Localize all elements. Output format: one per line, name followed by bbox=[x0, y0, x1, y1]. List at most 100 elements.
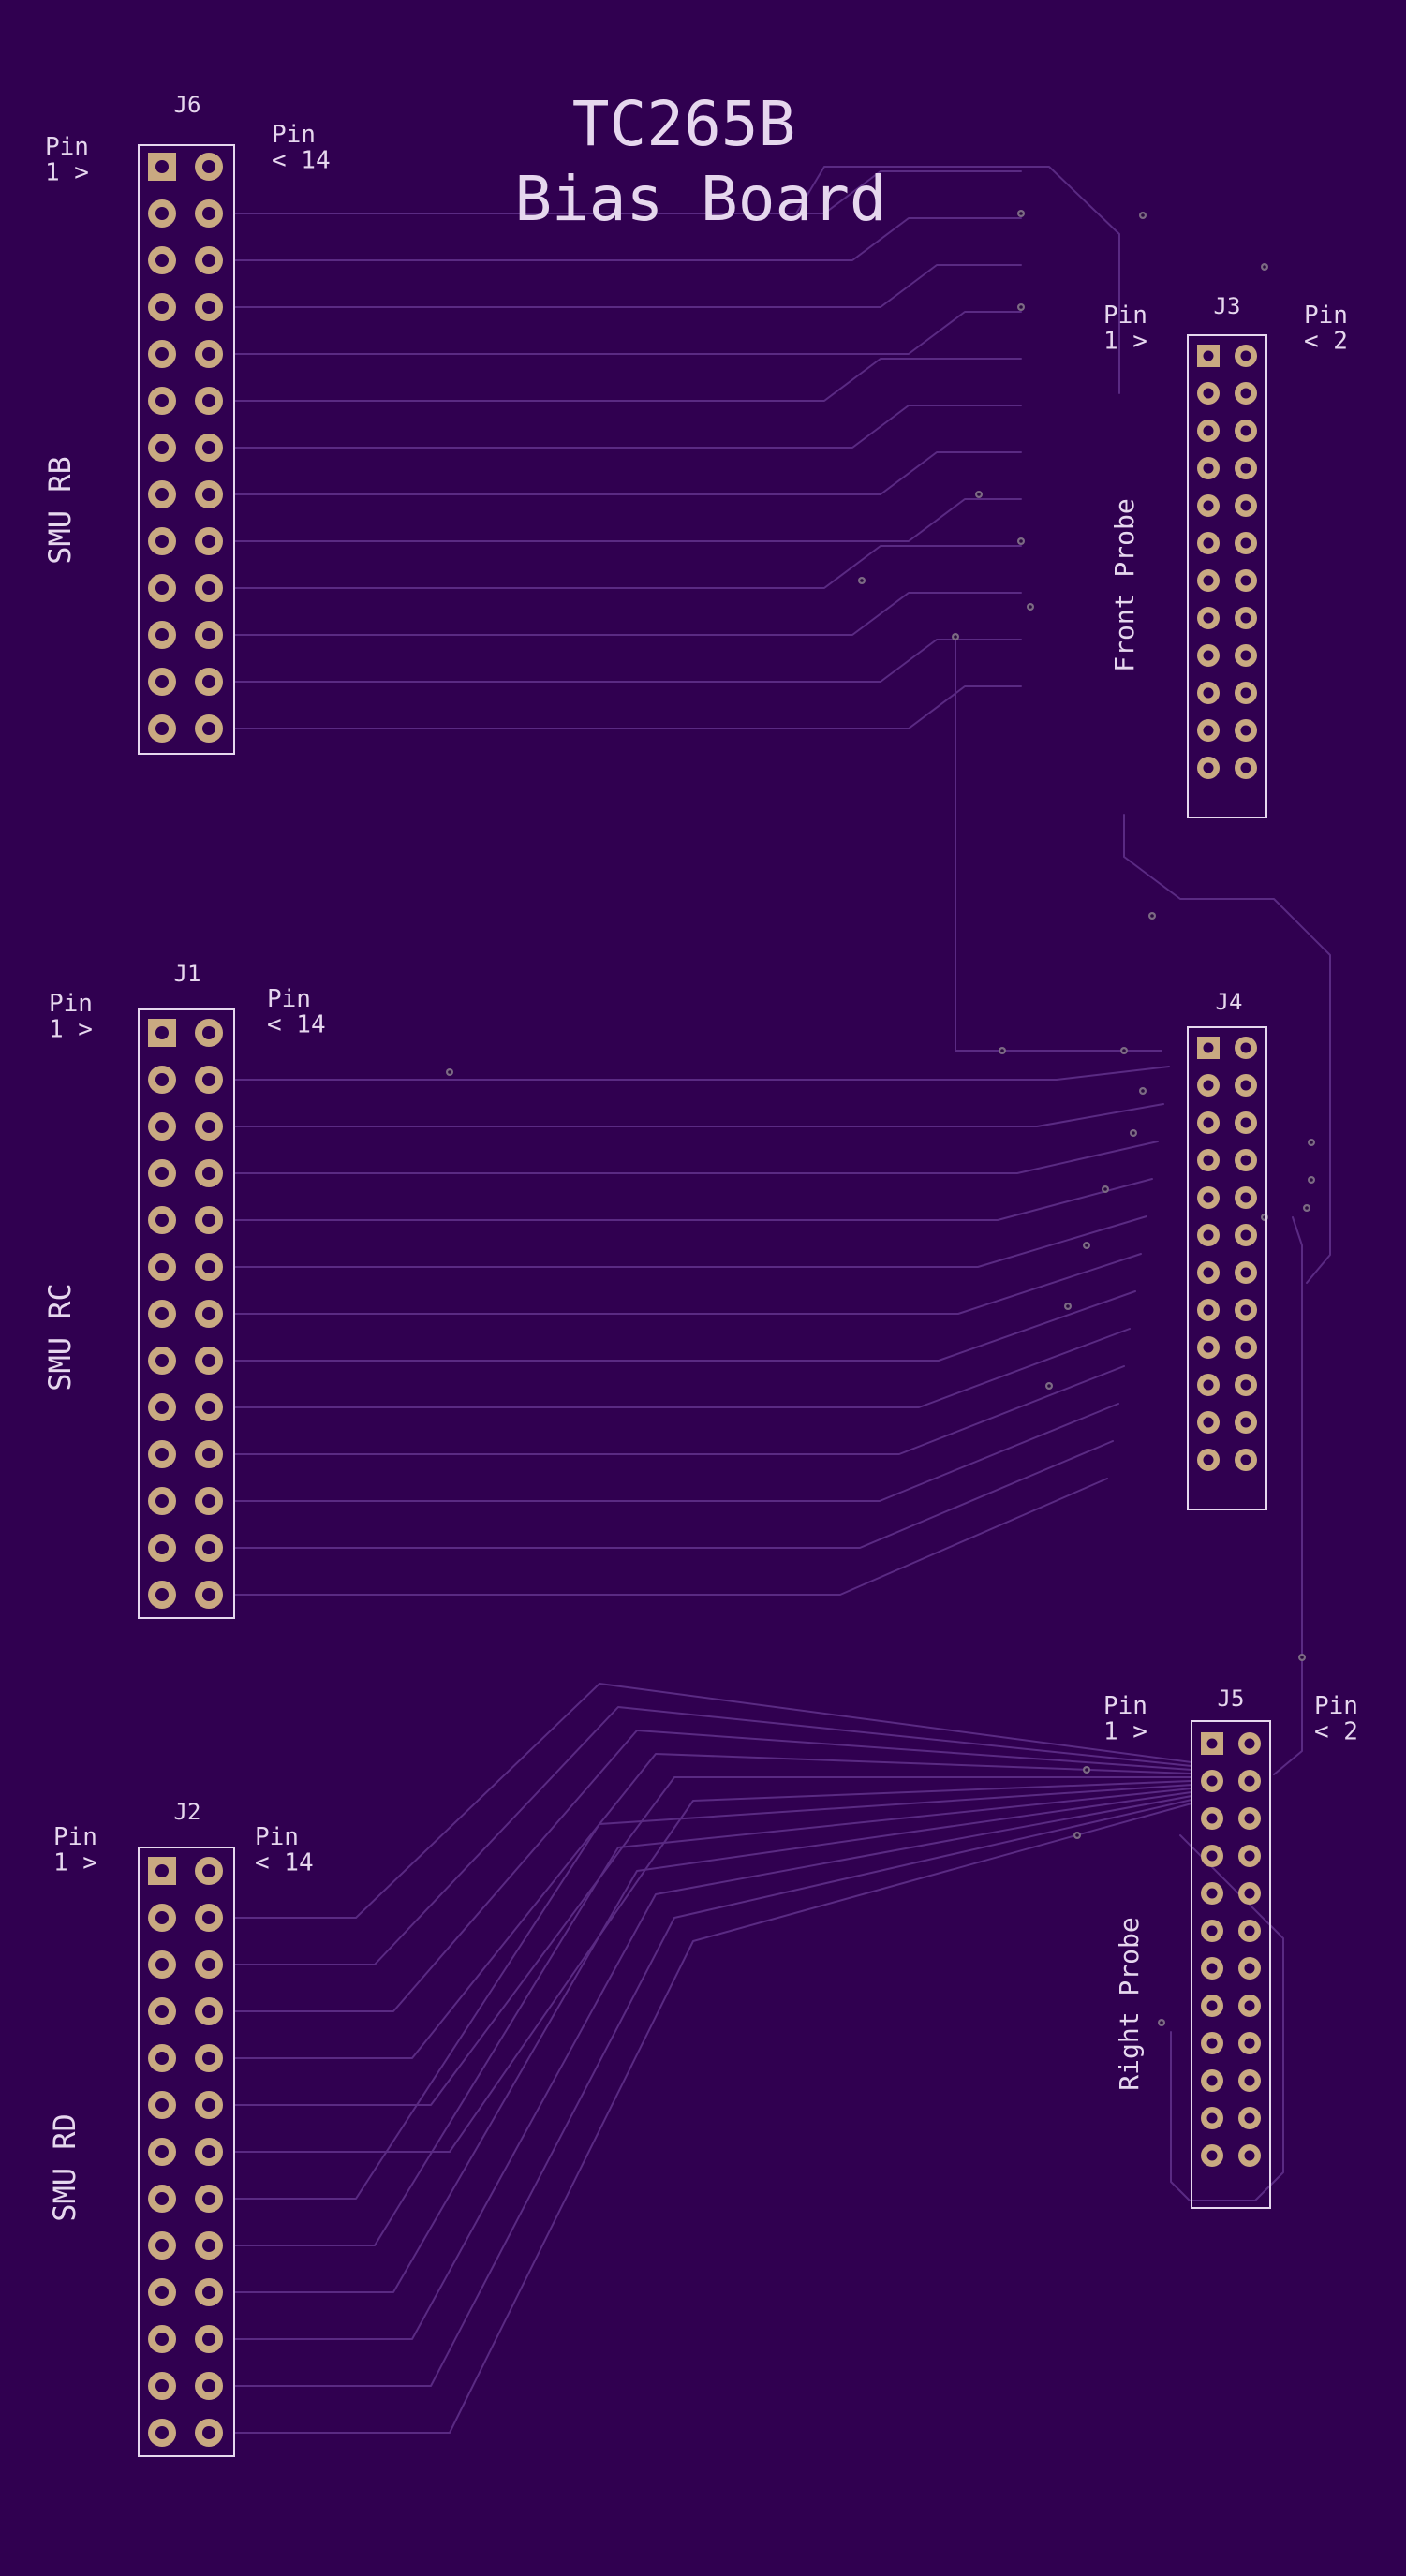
connector-j6-pins bbox=[148, 153, 223, 743]
via-drill bbox=[977, 493, 981, 496]
connector-j4-outline bbox=[1187, 1026, 1267, 1510]
via-drill bbox=[1132, 1131, 1135, 1135]
j1-pin-3-hole bbox=[155, 1073, 169, 1086]
j5-pin-1-hole bbox=[1206, 1738, 1218, 1749]
j5-pin-4-hole bbox=[1244, 1775, 1255, 1787]
copper-trace bbox=[233, 639, 1022, 683]
j3-pin-3-hole bbox=[1203, 388, 1214, 399]
via-drill bbox=[1150, 914, 1154, 918]
j4-pin-10-hole bbox=[1240, 1192, 1251, 1203]
j2-pin-4-hole bbox=[202, 1911, 215, 1924]
copper-trace bbox=[233, 1795, 1192, 2340]
j2-pin-26-hole bbox=[202, 2426, 215, 2439]
via-drill bbox=[1310, 1141, 1313, 1144]
via-drill bbox=[1085, 1768, 1088, 1772]
board-title-line2: Bias Board bbox=[514, 163, 886, 235]
j1-pin-1-hole bbox=[155, 1026, 169, 1039]
via-drill bbox=[1085, 1244, 1088, 1247]
j6-pin-9-hole bbox=[155, 347, 169, 361]
j3-pin-18-hole bbox=[1240, 650, 1251, 661]
j5-pin-5-hole bbox=[1206, 1813, 1218, 1824]
j4-pin-3-hole bbox=[1203, 1080, 1214, 1091]
j4-pin-23-hole bbox=[1203, 1454, 1214, 1465]
via-drill bbox=[954, 635, 957, 639]
j2-pin-2-hole bbox=[202, 1864, 215, 1877]
j5-pin-23-hole bbox=[1206, 2150, 1218, 2161]
j2-pin-22-hole bbox=[202, 2333, 215, 2346]
j1-pin-6-hole bbox=[202, 1120, 215, 1133]
j1-pin-9-hole bbox=[155, 1214, 169, 1227]
j1-pin-10-hole bbox=[202, 1214, 215, 1227]
j1-pin-2-hole bbox=[202, 1026, 215, 1039]
via-drill bbox=[1019, 305, 1023, 309]
copper-trace bbox=[233, 1730, 1192, 2012]
copper-trace bbox=[233, 405, 1022, 449]
j4-pin-17-hole bbox=[1203, 1342, 1214, 1353]
j6-pin-12-hole bbox=[202, 394, 215, 407]
j6-pin-18-hole bbox=[202, 535, 215, 548]
j2-pin-20-hole bbox=[202, 2286, 215, 2299]
via-drill bbox=[1263, 1215, 1266, 1219]
j5-pin-12-hole bbox=[1244, 1925, 1255, 1936]
j5-pin-17-hole bbox=[1206, 2038, 1218, 2049]
j3-pin-24-hole bbox=[1240, 762, 1251, 773]
via-drill bbox=[1263, 265, 1266, 269]
via-drill bbox=[1141, 1089, 1145, 1093]
j4-pin-24-hole bbox=[1240, 1454, 1251, 1465]
j4-pin-5-hole bbox=[1203, 1117, 1214, 1128]
j4-pin-7-hole bbox=[1203, 1155, 1214, 1166]
j4-pin-2-hole bbox=[1240, 1042, 1251, 1053]
j5-pin-22-hole bbox=[1244, 2112, 1255, 2124]
j6-pin-3-hole bbox=[155, 207, 169, 220]
j3-pin-8-hole bbox=[1240, 463, 1251, 474]
copper-trace bbox=[233, 1328, 1131, 1408]
j3-pin-9-hole bbox=[1203, 500, 1214, 511]
copper-trace bbox=[233, 1799, 1192, 2387]
j4-pin-12-hole bbox=[1240, 1229, 1251, 1241]
copper-trace bbox=[233, 1683, 1192, 1919]
copper-trace bbox=[233, 1803, 1192, 2434]
via-layer bbox=[446, 210, 1315, 2026]
j5-pin-20-hole bbox=[1244, 2075, 1255, 2086]
j1-pin-16-hole bbox=[202, 1354, 215, 1367]
via-drill bbox=[1305, 1206, 1309, 1210]
j5-pin-16-hole bbox=[1244, 2000, 1255, 2011]
j4-pin-11-hole bbox=[1203, 1229, 1214, 1241]
via-drill bbox=[1000, 1049, 1004, 1052]
via-drill bbox=[448, 1070, 451, 1074]
connector-j3-pin2-marker: Pin< 2 bbox=[1304, 302, 1348, 355]
j1-pin-21-hole bbox=[155, 1494, 169, 1508]
j1-pin-8-hole bbox=[202, 1167, 215, 1180]
j4-pin-15-hole bbox=[1203, 1304, 1214, 1316]
connector-j6-ref: J6 bbox=[174, 92, 201, 118]
copper-trace bbox=[233, 264, 1022, 308]
connector-j2-pin14-marker: Pin< 14 bbox=[255, 1823, 314, 1877]
j2-pin-16-hole bbox=[202, 2192, 215, 2205]
j5-pin-15-hole bbox=[1206, 2000, 1218, 2011]
copper-trace bbox=[233, 498, 1022, 542]
connector-j6-label: SMU RB bbox=[42, 456, 78, 565]
j6-pin-10-hole bbox=[202, 347, 215, 361]
j6-pin-1-hole bbox=[155, 160, 169, 173]
j6-pin-25-hole bbox=[155, 722, 169, 735]
copper-trace bbox=[1123, 814, 1331, 1284]
connector-j3-ref: J3 bbox=[1214, 293, 1241, 319]
j5-pin-18-hole bbox=[1244, 2038, 1255, 2049]
copper-trace bbox=[233, 1478, 1108, 1596]
j5-pin-10-hole bbox=[1244, 1888, 1255, 1899]
copper-trace bbox=[233, 1706, 1192, 1965]
j6-pin-8-hole bbox=[202, 301, 215, 314]
j2-pin-14-hole bbox=[202, 2145, 215, 2158]
copper-trace bbox=[233, 1440, 1114, 1549]
connector-j4-ref: J4 bbox=[1216, 989, 1243, 1015]
j1-pin-19-hole bbox=[155, 1448, 169, 1461]
j4-pin-6-hole bbox=[1240, 1117, 1251, 1128]
connector-j4-pins bbox=[1197, 1037, 1257, 1471]
connector-j5-pins bbox=[1201, 1732, 1261, 2167]
j3-pin-13-hole bbox=[1203, 575, 1214, 586]
j3-pin-19-hole bbox=[1203, 687, 1214, 699]
j6-pin-20-hole bbox=[202, 581, 215, 595]
